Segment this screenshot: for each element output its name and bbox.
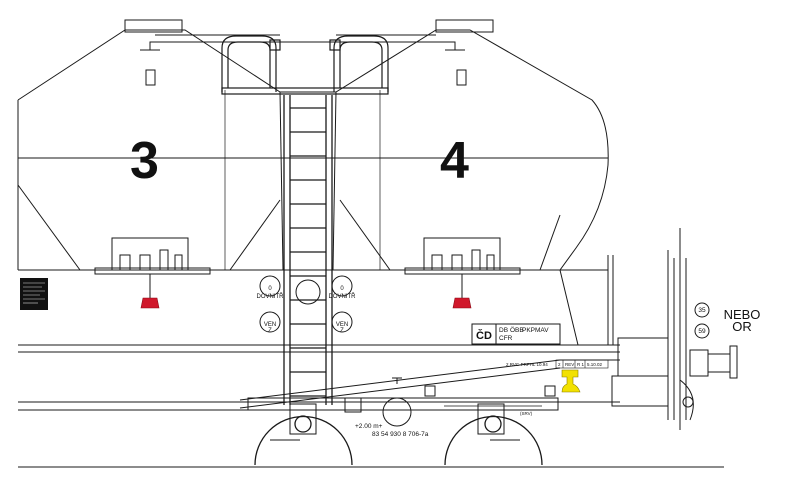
spring-label: (SRV) [520,411,533,416]
valve-right-top-label: 0 [340,286,344,292]
signal-circle-top: 35 [698,307,706,314]
discharge-valve-cap-left [140,297,160,309]
hopper-number-left: 3 [130,132,159,190]
valve-right-top-word: DOVNITŘ [329,292,357,300]
signal-marks: 35 59 [694,302,710,339]
revision-cell-4: 5.10.02 [587,362,603,367]
valve-right-bottom-word: VEN [336,322,348,328]
railway-code-2: ÖBB [510,326,524,334]
coupling-hook [561,369,581,393]
revision-cell-2: REV [565,362,574,367]
valve-left-top-label: 0 [268,286,272,292]
valve-left-bottom-label: Z [268,328,272,334]
data-plate [20,278,48,310]
valve-right-bottom-label: Z [340,328,344,334]
valve-left-top-word: DOVNITŘ [257,292,285,300]
alternative-label-line1: NEBO [724,307,761,322]
ladder [283,95,333,405]
discharge-unit-left [94,237,211,298]
buffer-end [607,228,738,430]
axle-distance: +2.00 m+ [355,423,383,430]
handrail-frame [221,35,389,95]
owner-mark: ČD [476,329,492,342]
revision-cell-3: R 1 [577,362,585,367]
revision-marks: 2 RVC-PRFHL 10.94 2 REV R 1 5.10.02 [506,359,609,369]
jack-point-symbol [392,377,402,384]
discharge-unit-right [404,237,521,298]
wagon-number: 83 54 930 8 706-7a [372,431,429,438]
valve-control-left: 0 DOVNITŘ VEN Z [257,275,285,334]
alternative-label-line2: OR [732,319,752,334]
signal-circle-bottom: 59 [698,328,706,335]
railway-code-4: MAV [535,327,549,334]
valve-control-right: 0 DOVNITŘ VEN Z [295,275,357,334]
hopper-number-right: 4 [440,132,469,190]
revision-left-text: 2 RVC-PRFHL 10.94 [506,362,548,367]
valve-left-bottom-word: VEN [264,322,276,328]
wheels [254,415,543,466]
railway-code-3: PKP [522,327,535,334]
loading-hatches [124,19,494,86]
railway-code-1: DB [499,327,508,334]
bogie [247,385,559,441]
discharge-valve-cap-right [452,297,472,309]
revision-cell-1: 2 [558,362,561,367]
ownership-panel: ČD DB ÖBB PKP MAV CFR [471,323,561,345]
railway-second-line: CFR [499,335,513,342]
